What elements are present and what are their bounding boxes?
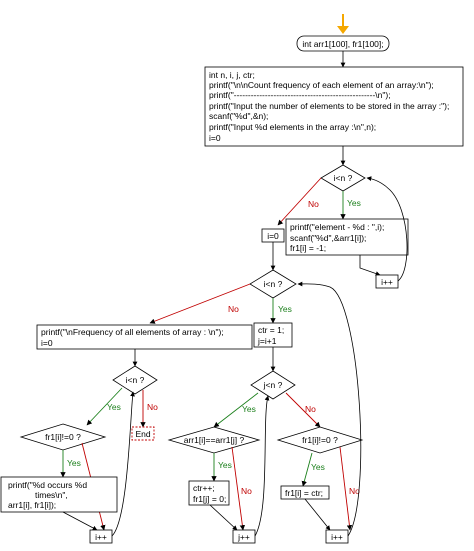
freq-check-left-label: fr1[i]!=0 ? [45, 432, 81, 442]
count-block [188, 480, 230, 506]
init-line: int n, i, j, ctr; [209, 70, 255, 80]
init-line: scanf("%d",&n); [209, 111, 268, 121]
init-lines: int n, i, j, ctr; printf("\n\nCount freq… [209, 70, 449, 143]
yes-label: Yes [347, 198, 361, 208]
print-header-line: printf("\nFrequency of all elements of a… [41, 327, 224, 337]
init-block [204, 66, 464, 147]
loop-decision-1-label: i<n ? [334, 173, 353, 183]
yes-label: Yes [311, 462, 325, 472]
init-line: printf("--------------------------------… [209, 90, 391, 100]
yes-label: Yes [107, 402, 121, 412]
input-line: printf("element - %d : ",i); [290, 222, 384, 232]
equal-check-label: arr1[i]==arr1[j] ? [184, 435, 245, 445]
end-label: End [135, 429, 150, 439]
init-line: printf("Input the number of elements to … [209, 101, 449, 111]
yes-label: Yes [278, 304, 292, 314]
inner-loop-decision [250, 370, 296, 400]
inc-i-bottom-right-box [325, 529, 349, 544]
init-line: printf("\n\nCount frequency of each elem… [209, 80, 434, 90]
no-label: No [147, 402, 158, 412]
print-header-block [36, 324, 253, 350]
no-label: No [228, 304, 239, 314]
inc-j-box [232, 529, 256, 544]
inc-i-label: i++ [381, 277, 393, 287]
init-line: i=0 [209, 133, 221, 143]
assign-line: fr1[i] = ctr; [285, 488, 323, 498]
yes-label: Yes [218, 460, 232, 470]
init-line: printf("Input %d elements in the array :… [209, 122, 376, 132]
ctr-line: j=i+1 [257, 336, 277, 346]
count-line: ctr++; [193, 483, 215, 493]
inc-i-bottom-left-label: i++ [95, 532, 107, 542]
inc-j-label: j++ [237, 532, 250, 542]
ctr-line: ctr = 1; [258, 325, 284, 335]
end-box [131, 426, 155, 441]
no-label: No [308, 199, 319, 209]
start-box-label: int arr1[100], fr1[100]; [302, 39, 383, 49]
loop-decision-3 [112, 365, 158, 395]
start-arrow-icon [337, 14, 349, 34]
inc-i-bottom-left-box [89, 529, 113, 544]
print-header-line: i=0 [41, 338, 53, 348]
inc-i-box [375, 274, 399, 289]
print-occurs-block [0, 476, 118, 513]
reset-i-label: i=0 [267, 231, 279, 241]
inc-i-bottom-right-label: i++ [331, 532, 343, 542]
print-occurs-line: arr1[i], fr1[i]); [8, 500, 56, 510]
freq-check-right-label: fr1[i]!=0 ? [302, 435, 338, 445]
input-line: scanf("%d",&arr1[i]); [290, 233, 366, 243]
no-label: No [305, 404, 316, 414]
yes-label: Yes [67, 458, 81, 468]
no-label: No [241, 486, 252, 496]
input-line: fr1[i] = -1; [290, 243, 326, 253]
loop-decision-2-label: i<n ? [264, 279, 283, 289]
input-block [285, 218, 409, 256]
count-line: fr1[j] = 0; [193, 494, 226, 504]
inner-loop-decision-label: j<n ? [263, 380, 283, 390]
no-label: No [349, 486, 360, 496]
yes-label: Yes [242, 404, 256, 414]
loop-decision-3-label: i<n ? [126, 375, 145, 385]
print-occurs-line: times\n", [35, 490, 68, 500]
freq-check-right-decision [276, 426, 364, 454]
print-occurs-line: printf("%d occurs %d [8, 480, 87, 490]
